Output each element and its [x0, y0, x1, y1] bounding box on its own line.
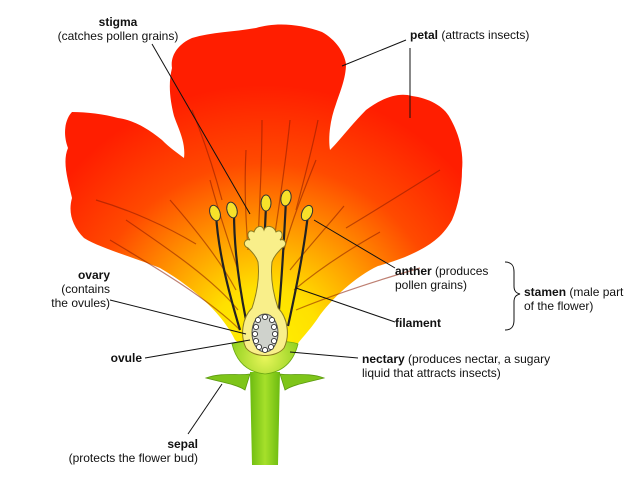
sepal-right: [279, 373, 326, 391]
anther-desc-2: pollen grains): [395, 278, 468, 292]
stamen-brace: [504, 261, 521, 331]
leader-lines: [109, 39, 411, 435]
ovule-name: ovule: [110, 351, 142, 365]
filament-name: filament: [395, 316, 442, 330]
stamen-label: stamen (male part of the flower): [524, 285, 623, 313]
sepal-desc: (protects the flower bud): [68, 451, 198, 465]
petal-desc: (attracts insects): [441, 28, 530, 42]
ovary-name: ovary: [77, 268, 110, 282]
ovary-label: ovary (contains the ovules): [30, 268, 110, 310]
anther-desc-1: (produces: [435, 264, 489, 278]
stem: [250, 372, 280, 465]
petal-label: petal (attracts insects): [410, 28, 529, 42]
stigma-desc: (catches pollen grains): [57, 29, 179, 43]
nectary-desc-2: liquid that attracts insects): [362, 366, 501, 380]
sepal-name: sepal: [167, 437, 198, 451]
sepal-label: sepal (protects the flower bud): [40, 437, 198, 465]
anther-name: anther: [395, 264, 432, 278]
stigma-label: stigma (catches pollen grains): [38, 15, 198, 43]
ovule-label: ovule: [60, 351, 142, 365]
petal: [65, 24, 463, 350]
nectary-desc-1: (produces nectar, a sugary: [408, 352, 551, 366]
sepal-left: [204, 373, 251, 391]
stamen-name: stamen: [524, 285, 567, 299]
nectary-name: nectary: [362, 352, 405, 366]
ovules: [251, 313, 279, 354]
ovary-desc-2: the ovules): [51, 296, 110, 310]
stigma-name: stigma: [98, 15, 138, 29]
stamen-desc-2: of the flower): [524, 299, 594, 313]
anther-label: anther (produces pollen grains): [395, 264, 488, 292]
nectary-label: nectary (produces nectar, a sugary liqui…: [362, 352, 550, 380]
stamen-desc-1: (male part: [569, 285, 624, 299]
petal-name: petal: [410, 28, 439, 42]
ovary-desc-1: (contains: [61, 282, 110, 296]
filament-label: filament: [395, 316, 441, 330]
anthers: [209, 189, 314, 222]
